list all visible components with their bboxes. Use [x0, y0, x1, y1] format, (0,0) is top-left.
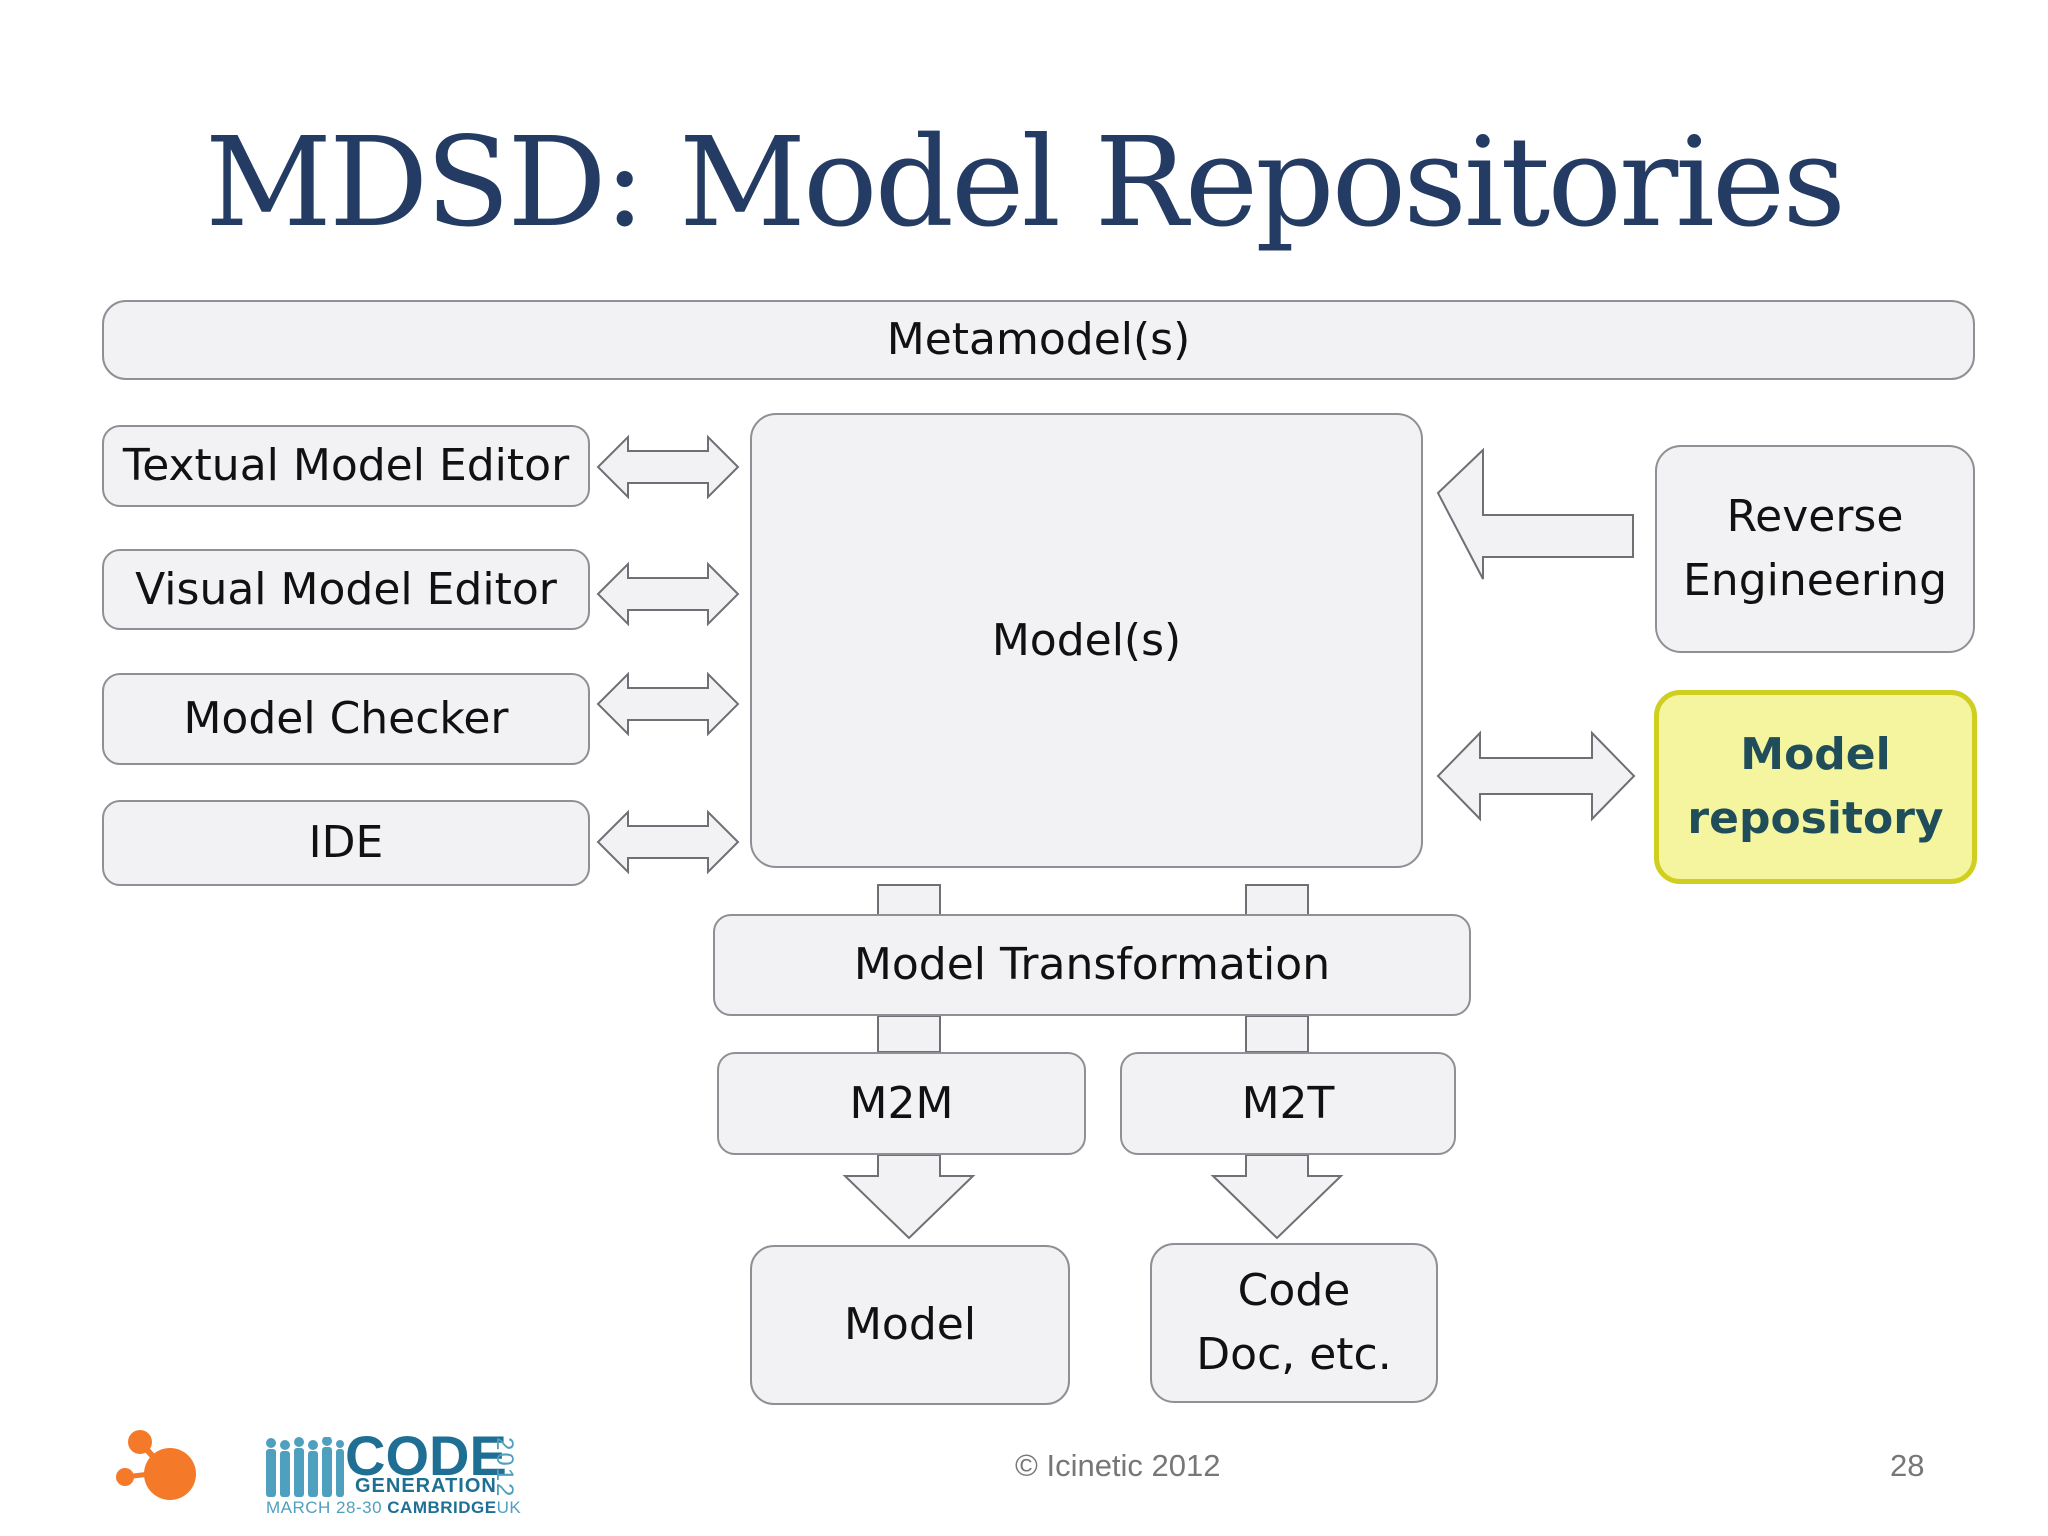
- model-checker-box: Model Checker: [102, 673, 590, 765]
- double-arrow-visual-icon: [596, 561, 740, 627]
- m2m-label: M2M: [849, 1077, 954, 1129]
- ide-label: IDE: [308, 817, 384, 869]
- conference-dates: MARCH 28-30: [266, 1498, 383, 1517]
- double-arrow-textual-icon: [596, 434, 740, 500]
- textual-model-editor-label: Textual Model Editor: [122, 440, 570, 492]
- down-arrow-m2t-icon: [1210, 1154, 1344, 1240]
- visual-model-editor-box: Visual Model Editor: [102, 549, 590, 630]
- visual-model-editor-label: Visual Model Editor: [135, 563, 557, 615]
- m2m-box: M2M: [717, 1052, 1086, 1155]
- reverse-engineering-label: Reverse Engineering: [1683, 491, 1947, 606]
- connector-models-transform-left: [877, 884, 941, 916]
- ide-box: IDE: [102, 800, 590, 886]
- left-arrow-reverse-icon: [1436, 447, 1634, 580]
- code-generation-people-logo: [266, 1437, 344, 1497]
- slide-title: MDSD: Model Repositories: [205, 111, 1846, 255]
- connector-transform-m2m: [877, 1015, 941, 1053]
- connector-transform-m2t: [1245, 1015, 1309, 1053]
- double-arrow-repository-icon: [1436, 730, 1636, 822]
- metamodels-label: Metamodel(s): [886, 314, 1191, 366]
- models-box: Model(s): [750, 413, 1423, 868]
- model-repository-label: Model repository: [1687, 729, 1944, 844]
- connector-models-transform-right: [1245, 884, 1309, 916]
- code-logo-text: CODE: [345, 1424, 507, 1487]
- conference-dates-text: MARCH 28-30 CAMBRIDGEUK: [266, 1498, 521, 1518]
- conference-year-text: 2012: [491, 1437, 518, 1499]
- code-output-box: Code Doc, etc.: [1150, 1243, 1438, 1403]
- model-output-label: Model: [843, 1299, 977, 1351]
- model-transformation-label: Model Transformation: [853, 939, 1331, 991]
- metamodels-box: Metamodel(s): [102, 300, 1975, 380]
- textual-model-editor-box: Textual Model Editor: [102, 425, 590, 507]
- model-output-box: Model: [750, 1245, 1070, 1405]
- code-output-label: Code Doc, etc.: [1196, 1265, 1392, 1380]
- model-checker-label: Model Checker: [183, 693, 509, 745]
- reverse-engineering-box: Reverse Engineering: [1655, 445, 1975, 653]
- icinetic-logo: [116, 1430, 196, 1500]
- m2t-label: M2T: [1241, 1077, 1335, 1129]
- generation-logo-text: GENERATION: [355, 1475, 497, 1497]
- model-repository-box: Model repository: [1654, 690, 1977, 884]
- double-arrow-ide-icon: [596, 809, 740, 875]
- double-arrow-checker-icon: [596, 671, 740, 737]
- conference-city: CAMBRIDGE: [387, 1498, 497, 1517]
- m2t-box: M2T: [1120, 1052, 1456, 1155]
- conference-country: UK: [496, 1498, 522, 1517]
- page-number: 28: [1890, 1448, 1925, 1483]
- copyright-text: © Icinetic 2012: [1015, 1448, 1221, 1483]
- models-label: Model(s): [991, 614, 1182, 666]
- down-arrow-m2m-icon: [842, 1154, 976, 1240]
- model-transformation-box: Model Transformation: [713, 914, 1471, 1016]
